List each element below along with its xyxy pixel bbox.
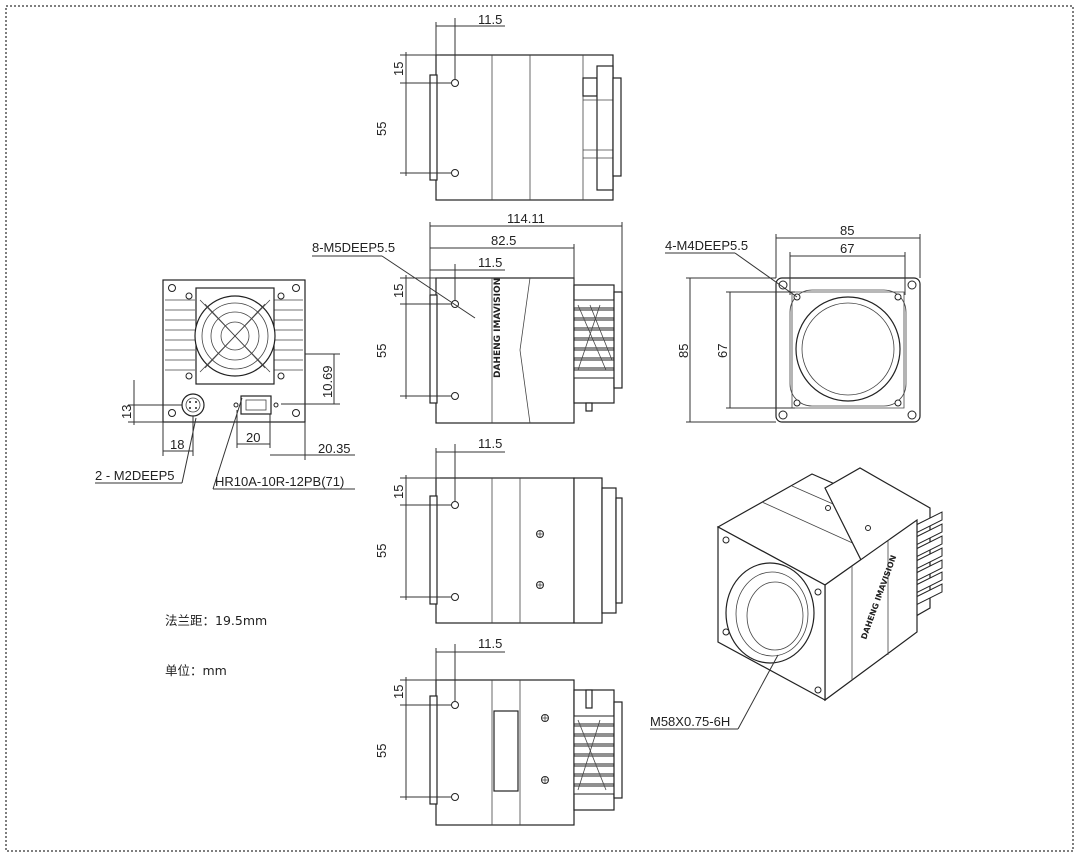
dim-10-69: 10.69 (320, 365, 335, 398)
dim-11-5-front: 11.5 (478, 255, 502, 270)
dim-55-front: 55 (374, 344, 389, 358)
iso-view: DAHENG IMAVISION M58X0.75-6H (650, 467, 943, 730)
dim-18: 18 (170, 437, 184, 452)
dim-85-left: 85 (676, 344, 691, 358)
dim-11-5-side3: 11.5 (478, 436, 502, 451)
dim-114-11: 114.11 (507, 211, 545, 226)
dim-55-side4: 55 (374, 744, 389, 758)
sheet-border (5, 5, 1074, 852)
face-view: 85 67 85 67 4-M4DEEP5.5 (665, 223, 921, 423)
dim-67-left: 67 (715, 344, 730, 358)
callout-m58: M58X0.75-6H (650, 714, 730, 729)
callout-hr10a: HR10A-10R-12PB(71) (215, 474, 344, 489)
note-flange-distance: 法兰距：19.5mm (165, 613, 267, 628)
dim-85-top: 85 (840, 223, 854, 238)
note-unit: 单位：mm (165, 663, 227, 678)
dim-11-5-side4: 11.5 (478, 636, 502, 651)
front-view: DAHENG IMAVISION 114.11 82.5 11.5 15 55 … (312, 211, 623, 424)
top-view: 11.5 15 55 (374, 12, 622, 201)
side-view-4: 11.5 15 55 (374, 636, 623, 826)
dim-55-side3: 55 (374, 544, 389, 558)
dim-55-top: 55 (374, 122, 389, 136)
dim-15-front: 15 (391, 284, 406, 298)
back-view: 10.69 13 18 20 20.35 2 - M2DEEP5 HR10A-1… (95, 279, 355, 490)
dim-82-5: 82.5 (491, 233, 516, 248)
dim-67-top: 67 (840, 241, 854, 256)
callout-8-m5: 8-M5DEEP5.5 (312, 240, 395, 255)
dim-11-5-top: 11.5 (478, 12, 502, 27)
brand-logo-front: DAHENG IMAVISION (493, 278, 503, 378)
dim-15-top: 15 (391, 62, 406, 76)
dim-20: 20 (246, 430, 260, 445)
callout-m2: 2 - M2DEEP5 (95, 468, 174, 483)
dim-20-35: 20.35 (318, 441, 351, 456)
side-view-3: 11.5 15 55 (374, 436, 623, 624)
dim-15-side4: 15 (391, 685, 406, 699)
dim-13: 13 (119, 405, 134, 419)
dim-15-side3: 15 (391, 485, 406, 499)
callout-4-m4: 4-M4DEEP5.5 (665, 238, 748, 253)
